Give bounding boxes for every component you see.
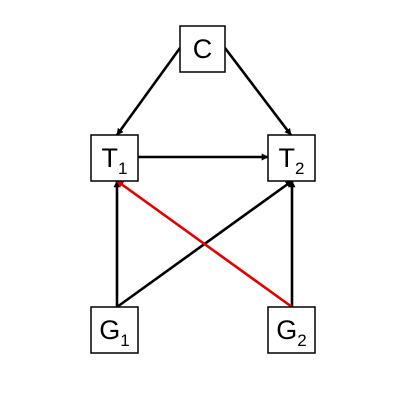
- node-c-box: [179, 25, 226, 73]
- edge-g2-to-t1: [116, 179, 293, 309]
- edge-c-to-t1: [115, 47, 182, 136]
- node-t1: T1: [90, 134, 139, 182]
- edges-layer: [113, 47, 296, 309]
- node-g2-box: [267, 306, 316, 354]
- node-g2: G2: [267, 306, 316, 354]
- node-t2: T2: [267, 134, 316, 182]
- node-t1-box: [90, 134, 139, 182]
- edge-c-to-t2: [223, 47, 293, 136]
- node-g2-label: G2: [276, 315, 306, 350]
- node-c: C: [179, 25, 226, 73]
- node-g1-box: [90, 306, 139, 354]
- node-t2-label: T2: [279, 143, 305, 178]
- node-c-label: C: [193, 34, 213, 64]
- node-g1-label: G1: [99, 315, 129, 350]
- node-t1-label: T1: [102, 143, 128, 178]
- node-t2-box: [267, 134, 316, 182]
- node-g1: G1: [90, 306, 139, 354]
